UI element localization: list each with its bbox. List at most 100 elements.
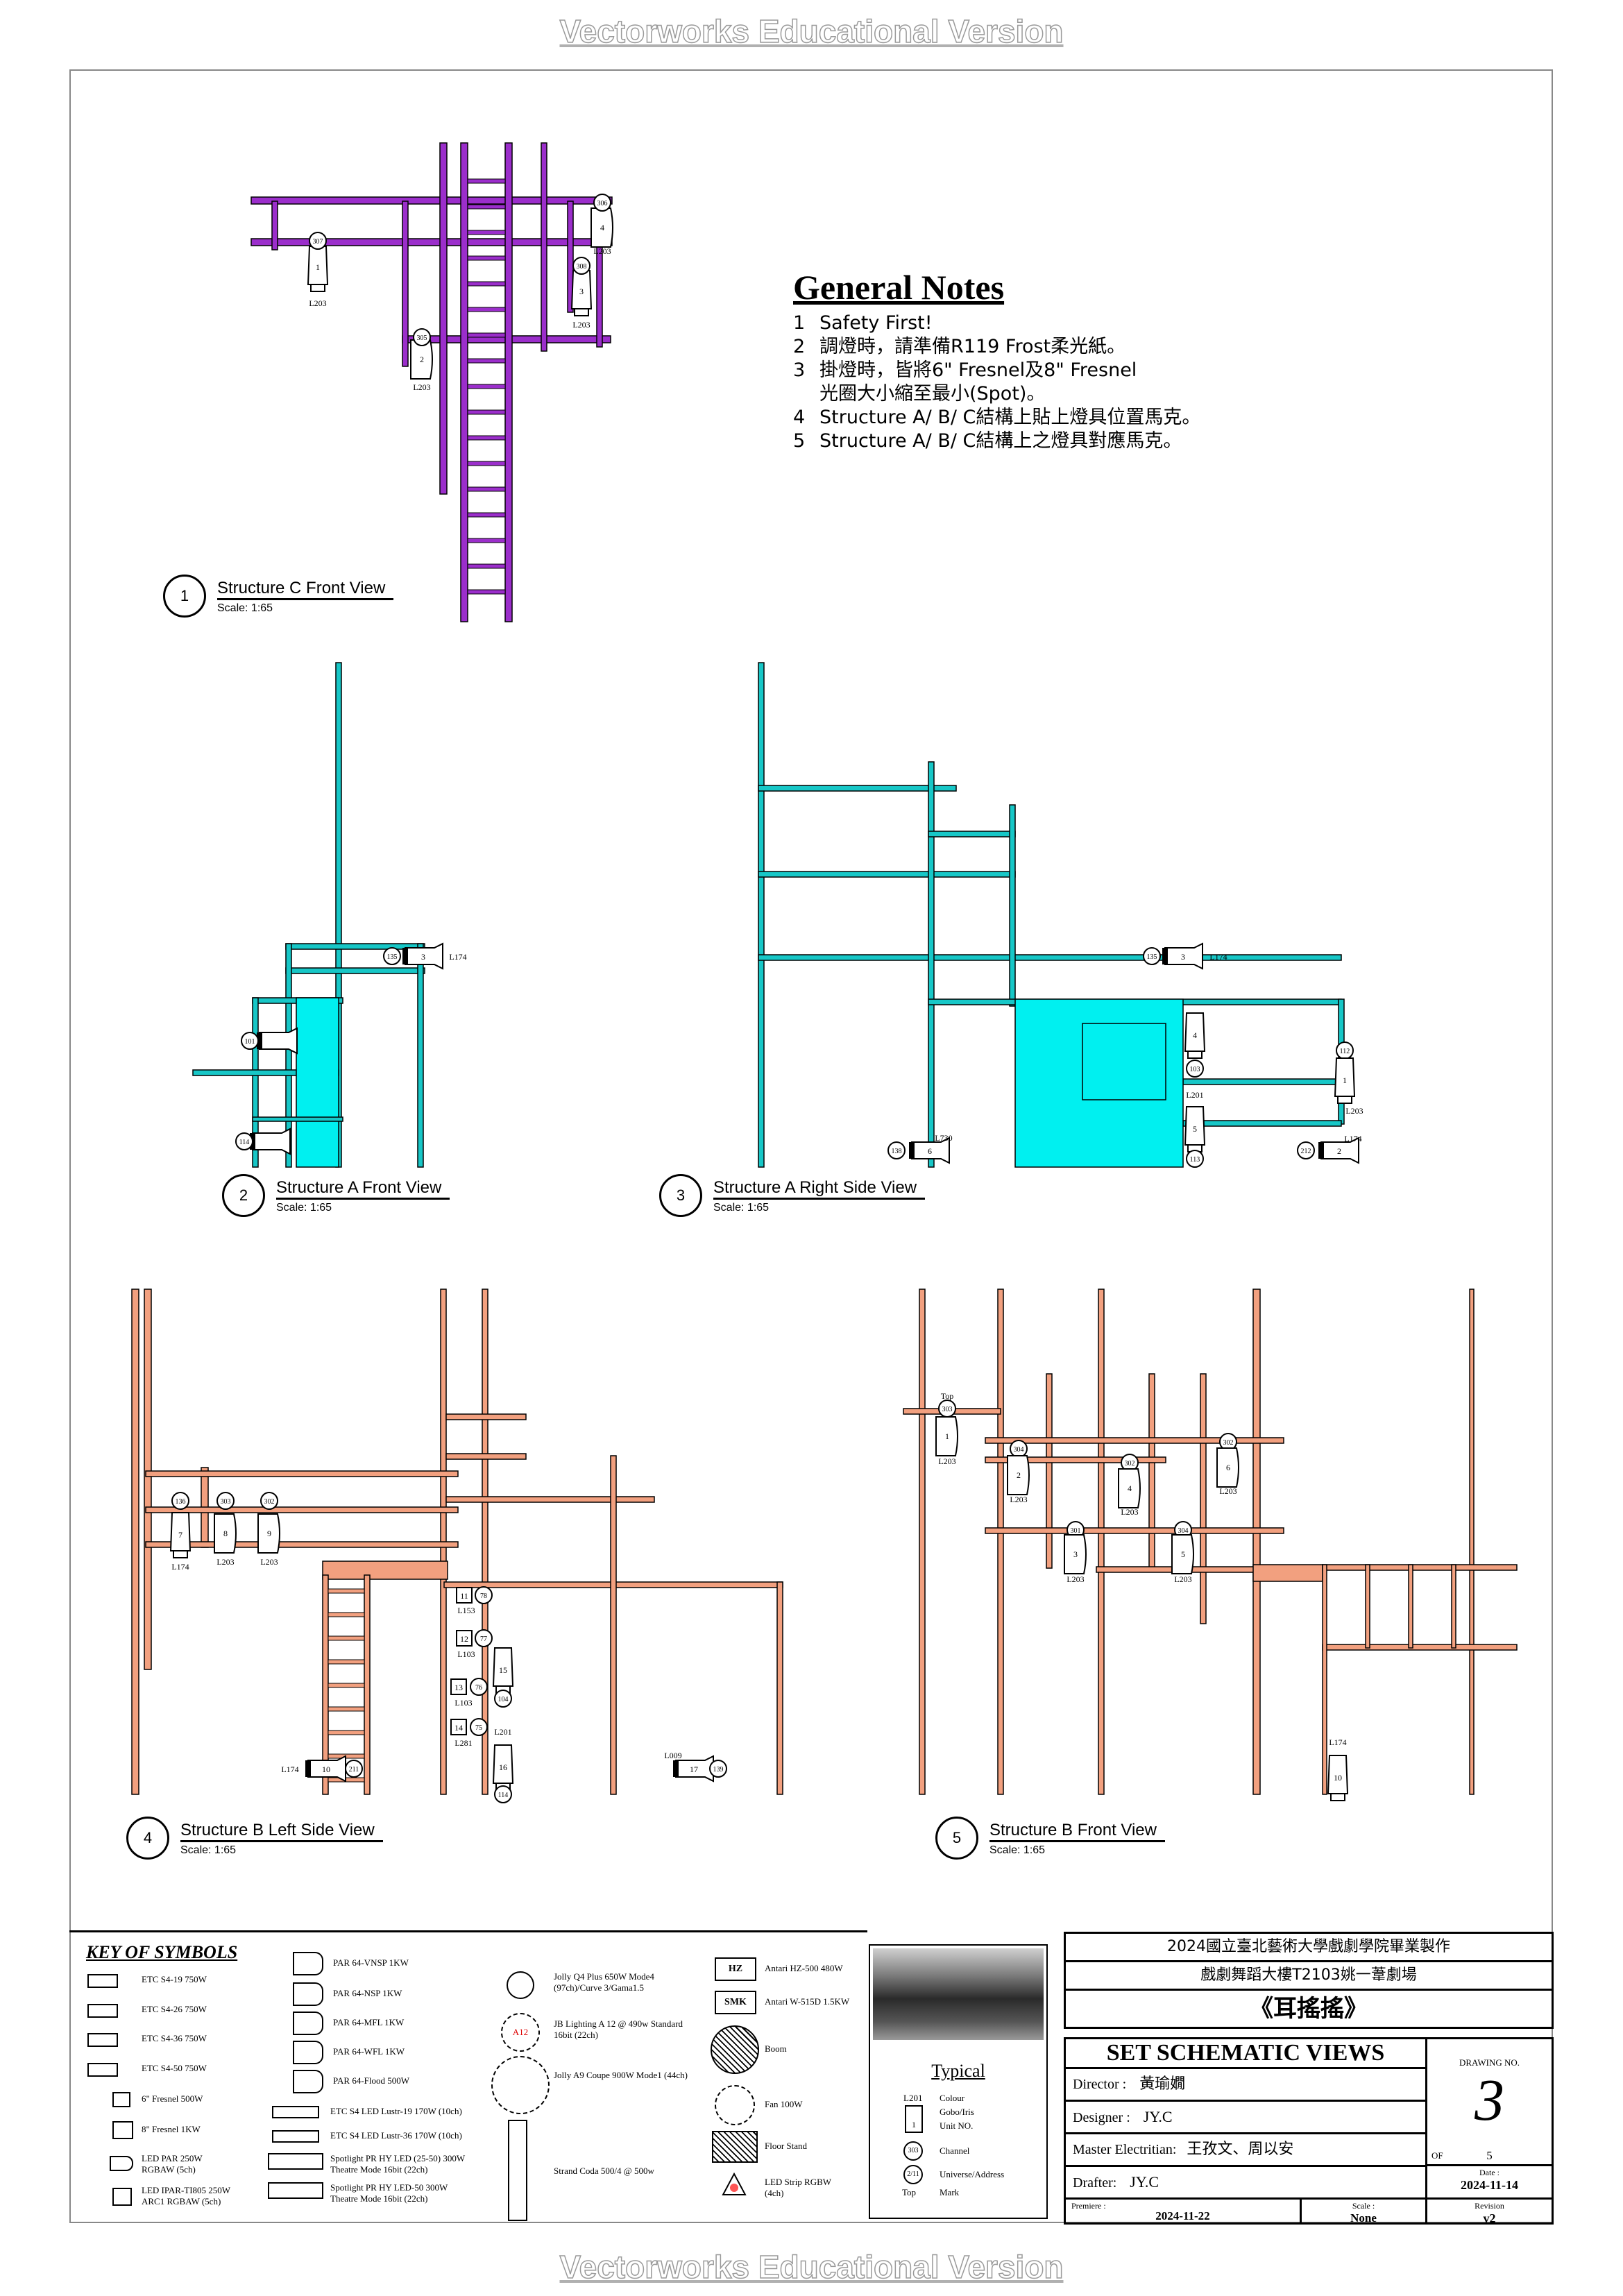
notes-title: General Notes — [793, 268, 1005, 307]
structure-a-front — [192, 662, 425, 1168]
watermark-bottom: Vectorworks Educational Version — [559, 2248, 1064, 2286]
ladder-rung — [328, 1777, 365, 1783]
svg-text:L203: L203 — [1067, 1574, 1084, 1584]
svg-text:104: 104 — [498, 1696, 509, 1703]
svg-text:4: 4 — [1128, 1483, 1132, 1493]
production-line: 2024國立臺北藝術大學戲劇學院畢業製作 — [1064, 1932, 1554, 1962]
title-block: 2024國立臺北藝術大學戲劇學院畢業製作 戲劇舞蹈大樓T2103姚一葦劇場 《耳… — [1064, 1932, 1554, 2225]
ellipsoidal-icon — [87, 2063, 118, 2077]
svg-text:L203: L203 — [1174, 1574, 1191, 1584]
svg-text:L281: L281 — [454, 1738, 472, 1748]
ladder-rung — [328, 1635, 365, 1641]
ladder-rung — [328, 1753, 365, 1759]
svg-text:302: 302 — [1125, 1460, 1135, 1468]
ladder-rung — [467, 332, 506, 338]
svg-text:2: 2 — [420, 355, 424, 364]
moving-head-icon — [507, 1971, 534, 1999]
led-lustr-icon — [272, 2106, 319, 2118]
svg-text:1: 1 — [1343, 1075, 1347, 1085]
svg-text:212: 212 — [1301, 1148, 1311, 1155]
ladder-rung — [467, 512, 506, 518]
svg-text:3: 3 — [1073, 1549, 1078, 1559]
svg-text:308: 308 — [577, 263, 587, 271]
typical-channel-icon: 303 — [903, 2141, 923, 2161]
boom-icon — [711, 2025, 759, 2074]
svg-text:L174: L174 — [281, 1764, 298, 1774]
svg-text:5: 5 — [1181, 1549, 1185, 1559]
svg-text:L203: L203 — [938, 1456, 955, 1466]
svg-text:L730: L730 — [935, 1133, 952, 1143]
svg-text:135: 135 — [1147, 953, 1157, 961]
led-strip-icon — [722, 2172, 747, 2195]
typical-address-icon: 2/11 — [903, 2165, 923, 2184]
par-icon — [293, 1982, 323, 2006]
svg-text:10: 10 — [1334, 1773, 1342, 1783]
structure-b-left — [131, 1289, 783, 1795]
svg-text:2: 2 — [1017, 1470, 1021, 1480]
ladder-rung — [467, 358, 506, 364]
svg-text:302: 302 — [1223, 1439, 1234, 1447]
ladder-rung — [467, 281, 506, 287]
sheet-title: SET SCHEMATIC VIEWS — [1064, 2037, 1427, 2069]
fixtures-structure-a-side: 3 135 L174 4 103 L201 5 113 112 1 L203 2… — [887, 943, 1363, 1168]
svg-text:76: 76 — [475, 1684, 482, 1692]
svg-text:L201: L201 — [1186, 1090, 1203, 1100]
led-lustr-icon — [272, 2130, 319, 2143]
svg-text:5: 5 — [1193, 1124, 1197, 1134]
ladder-rung — [467, 589, 506, 595]
svg-text:L174: L174 — [1209, 952, 1227, 962]
svg-text:L203: L203 — [593, 246, 611, 256]
svg-text:2: 2 — [1337, 1146, 1341, 1156]
svg-text:L174: L174 — [449, 952, 466, 962]
svg-text:135: 135 — [387, 953, 398, 961]
ellipsoidal-icon — [87, 2033, 118, 2047]
svg-text:3: 3 — [579, 287, 584, 296]
master-electrician-row: Master Electritian: 王孜文、周以安 — [1064, 2132, 1427, 2167]
svg-text:307: 307 — [313, 238, 323, 246]
ladder-rung — [467, 384, 506, 389]
svg-text:L203: L203 — [1345, 1106, 1363, 1116]
svg-text:101: 101 — [245, 1038, 255, 1046]
ladder-rung — [467, 538, 506, 543]
svg-text:10: 10 — [322, 1764, 330, 1774]
followspot-icon — [268, 2153, 323, 2170]
ladder-rung — [467, 461, 506, 466]
svg-text:L203: L203 — [260, 1557, 278, 1567]
par-icon — [293, 2070, 323, 2093]
svg-text:304: 304 — [1178, 1527, 1189, 1535]
ladder-rung — [328, 1683, 365, 1688]
venue-photo — [873, 1948, 1044, 2040]
svg-text:L203: L203 — [216, 1557, 234, 1567]
date-cell: Date : 2024-11-14 — [1425, 2164, 1554, 2200]
fresnel-icon — [112, 2121, 133, 2139]
svg-text:Top: Top — [941, 1391, 954, 1401]
par-icon — [293, 1952, 323, 1975]
svg-text:1: 1 — [945, 1431, 949, 1441]
drafter-row: Drafter: JY.C — [1064, 2165, 1427, 2200]
svg-text:303: 303 — [942, 1406, 953, 1413]
typical-title: Typical — [931, 2061, 985, 2081]
svg-text:L153: L153 — [457, 1606, 475, 1615]
structure-b-front — [903, 1289, 1518, 1795]
svg-text:L103: L103 — [457, 1649, 475, 1659]
structure-c — [250, 142, 613, 622]
svg-text:306: 306 — [597, 200, 608, 207]
svg-text:13: 13 — [454, 1683, 463, 1692]
strip-light-icon — [508, 2120, 527, 2221]
fixtures-structure-b-front: Top 303 1 L203 304 2 L203 301 3 L203 302… — [935, 1391, 1348, 1801]
fan-icon — [715, 2085, 755, 2125]
scale-cell: Scale : None — [1300, 2197, 1427, 2225]
ellipsoidal-icon — [87, 2004, 118, 2018]
svg-text:3: 3 — [1181, 952, 1185, 962]
svg-text:301: 301 — [1071, 1527, 1081, 1535]
svg-text:7: 7 — [178, 1530, 182, 1540]
svg-text:211: 211 — [349, 1766, 359, 1774]
